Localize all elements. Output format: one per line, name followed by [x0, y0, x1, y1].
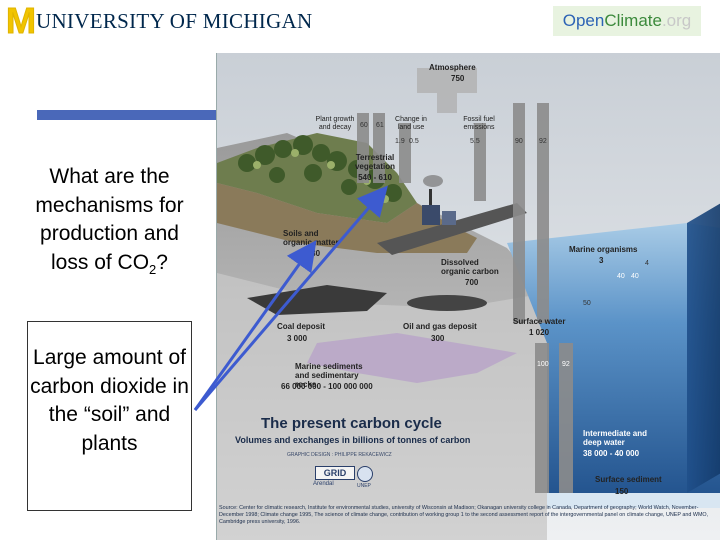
flux-61: 61: [376, 122, 384, 129]
dissolved-value: 700: [465, 278, 479, 287]
atmosphere-box: [417, 68, 477, 113]
flux-40a: 40: [617, 273, 625, 280]
factory-building: [422, 205, 440, 225]
university-logo: M UNIVERSITY OF MICHIGAN: [6, 0, 313, 41]
road: [377, 203, 527, 255]
question-suffix: ?: [156, 250, 168, 274]
flux-100: 100: [537, 361, 549, 368]
flux-92b: 92: [562, 361, 570, 368]
fossil-fuel-label: Fossil fuel emissions: [463, 116, 495, 131]
surface-water-value: 1 020: [529, 328, 550, 337]
soils-value: 1 580: [300, 249, 321, 258]
carbon-cycle-diagram: Atmosphere 750 Plant growth and decay 60…: [216, 53, 720, 540]
oil-gas-value: 300: [431, 334, 445, 343]
factory-chimney: [429, 189, 432, 205]
openclimate-open: Open: [562, 11, 605, 30]
grid-logo-sub: Arendal: [313, 481, 334, 487]
graphic-credit: GRAPHIC DESIGN : PHILIPPE REKACEWICZ: [287, 452, 392, 458]
oil-gas-deposit-shape: [407, 295, 487, 311]
unep-logo-sub: UNEP: [357, 483, 371, 489]
marine-organisms-value: 3: [599, 256, 604, 265]
flux-1-9: 1.9: [395, 138, 405, 145]
question-subscript: 2: [149, 261, 157, 277]
marine-organisms-label: Marine organisms: [569, 245, 638, 254]
marine-sediments-value: 66 000 000 - 100 000 000: [281, 382, 373, 391]
land-use-label: Change in land use: [395, 116, 427, 131]
flux-60: 60: [360, 122, 368, 129]
terrestrial-value: 540 - 610: [358, 173, 392, 182]
diagram-subtitle: Volumes and exchanges in billions of ton…: [235, 435, 471, 445]
plant-growth-label: Plant growth and decay: [315, 116, 355, 131]
sediment-layer: [217, 273, 547, 540]
coal-deposit-label: Coal deposit: [277, 322, 326, 331]
factory-annex: [442, 211, 456, 225]
atmosphere-value: 750: [451, 74, 465, 83]
question-text: What are the mechanisms for production a…: [27, 157, 192, 317]
surface-water-label: Surface water: [513, 317, 566, 326]
university-m-icon: M: [6, 0, 37, 41]
diagram-title: The present carbon cycle: [261, 415, 442, 432]
openclimate-org: .org: [661, 11, 692, 30]
soils-label: Soils and organic matter: [283, 229, 339, 247]
flux-4: 4: [645, 260, 649, 267]
coal-deposit-value: 3 000: [287, 334, 308, 343]
deep-water-label: Intermediate and deep water: [583, 429, 648, 447]
answer-text: Large amount of carbon dioxide in the “s…: [30, 346, 189, 455]
unep-logo-icon: [357, 466, 373, 482]
dissolved-label: Dissolved organic carbon: [441, 258, 499, 276]
source-citation: Source: Center for climatic research, In…: [219, 505, 709, 525]
accent-bar: [37, 110, 220, 120]
surface-sediment-value: 150: [615, 487, 629, 496]
grid-logo: GRID: [315, 466, 355, 480]
flux-5-5: 5.5: [470, 138, 480, 145]
surface-sediment-band: [547, 493, 720, 508]
university-name: UNIVERSITY OF MICHIGAN: [36, 8, 313, 33]
atmosphere-label: Atmosphere: [429, 63, 476, 72]
flux-40b: 40: [631, 273, 639, 280]
question-body: What are the mechanisms for production a…: [35, 165, 184, 274]
flux-92: 92: [539, 138, 547, 145]
ocean-side-face: [687, 203, 720, 493]
deep-water-value: 38 000 - 40 000: [583, 449, 640, 458]
terrestrial-label: Terrestrial vegetation: [354, 153, 395, 171]
factory-smoke: [423, 175, 443, 187]
oil-gas-label: Oil and gas deposit: [403, 322, 477, 331]
flux-0-5: 0.5: [409, 138, 419, 145]
answer-box: Large amount of carbon dioxide in the “s…: [27, 321, 192, 511]
flux-arrows: [357, 103, 573, 493]
surface-sediment-label: Surface sediment: [595, 475, 662, 484]
flux-50: 50: [583, 300, 591, 307]
flux-90: 90: [515, 138, 523, 145]
openclimate-climate: Climate: [604, 11, 662, 30]
